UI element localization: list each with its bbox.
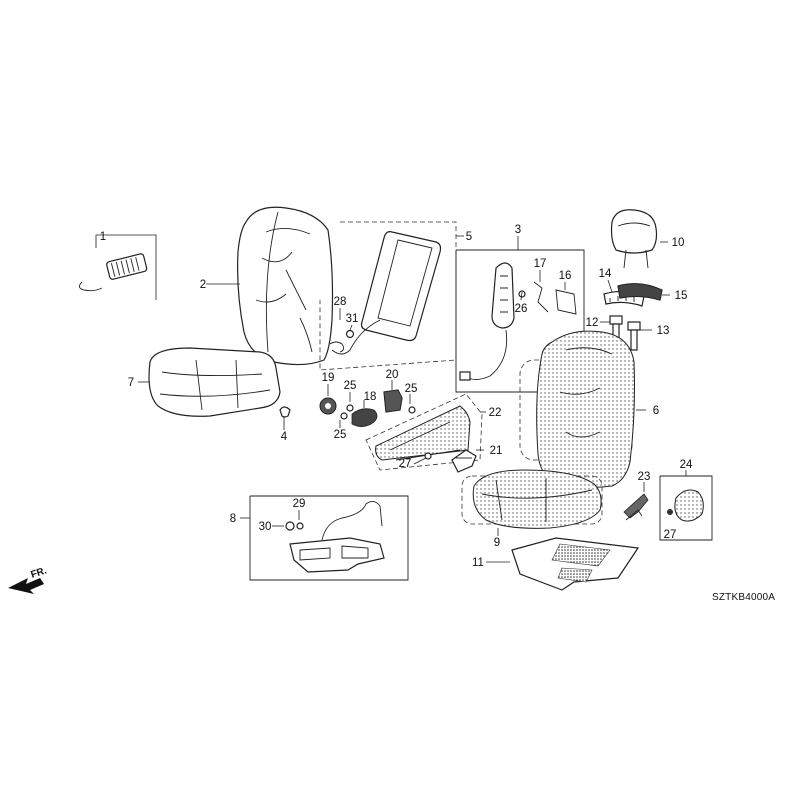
callout-13: 13 [657,325,670,337]
callout-1: 1 [100,231,106,243]
part-17-wire [533,270,549,313]
callout-9: 9 [494,537,500,549]
part-22-side-trim [365,393,486,471]
callout-5: 5 [466,231,472,243]
part-25-screw-a [346,392,354,412]
callout-7: 7 [128,377,134,389]
part-10-headrest [610,209,668,269]
callout-16: 16 [559,270,572,282]
part-25-screw-c [408,394,416,414]
callout-29: 29 [293,498,306,510]
part-18-knob [351,400,378,427]
part-4-clip [279,406,291,430]
callout-10: 10 [672,237,685,249]
part-15-guide [617,283,670,301]
callout-20: 20 [386,369,399,381]
diagram-code: SZTKB4000A [712,592,775,603]
callout-8: 8 [230,513,236,525]
front-direction-arrow: FR. [8,565,48,594]
callout-27b: 27 [664,529,677,541]
callout-25b: 25 [334,429,347,441]
callout-27a: 27 [399,458,412,470]
callout-31: 31 [346,313,359,325]
callout-24: 24 [680,459,693,471]
callout-23: 23 [638,471,651,483]
callout-11: 11 [472,557,484,569]
callout-labels: 1 2 3 4 5 6 7 8 9 10 11 12 13 14 15 16 1… [100,224,693,569]
part-24-cover [659,470,713,541]
callout-21: 21 [490,445,503,457]
callout-6: 6 [653,405,659,417]
front-direction-label: FR. [30,565,49,581]
callout-leaders [272,291,523,527]
callout-25a: 25 [344,380,357,392]
callout-12: 12 [586,317,599,329]
part-2-seatback-cover [206,206,334,366]
part-7-cushion-cover [138,347,281,417]
callout-30: 30 [259,521,272,533]
part-27-screw-a [424,452,432,460]
part-8-cushion-heater [240,495,409,581]
callout-19: 19 [322,372,335,384]
part-20-cover [383,380,403,413]
part-13-pin [627,321,652,351]
callout-22: 22 [489,407,502,419]
callout-25c: 25 [405,383,418,395]
callout-2: 2 [200,279,206,291]
part-9-cushion-assembly [461,469,603,536]
part-5-seat-heater [319,221,464,371]
callout-18: 18 [364,391,377,403]
callout-28: 28 [334,296,347,308]
part-19-cover [319,384,337,415]
callout-14: 14 [599,268,612,280]
part-1-clip-set [79,234,157,300]
part-23-bracket [623,482,649,521]
callout-17: 17 [534,258,547,270]
callout-26: 26 [515,303,528,315]
part-25-screw-b [339,412,348,428]
callout-3: 3 [515,224,521,236]
part-6-seatback-assembly [519,330,646,488]
part-11-seat-mat [486,537,640,591]
callout-4: 4 [281,431,288,443]
part-16-wire [555,282,577,315]
callout-15: 15 [675,290,688,302]
part-21-bracket [451,449,484,473]
